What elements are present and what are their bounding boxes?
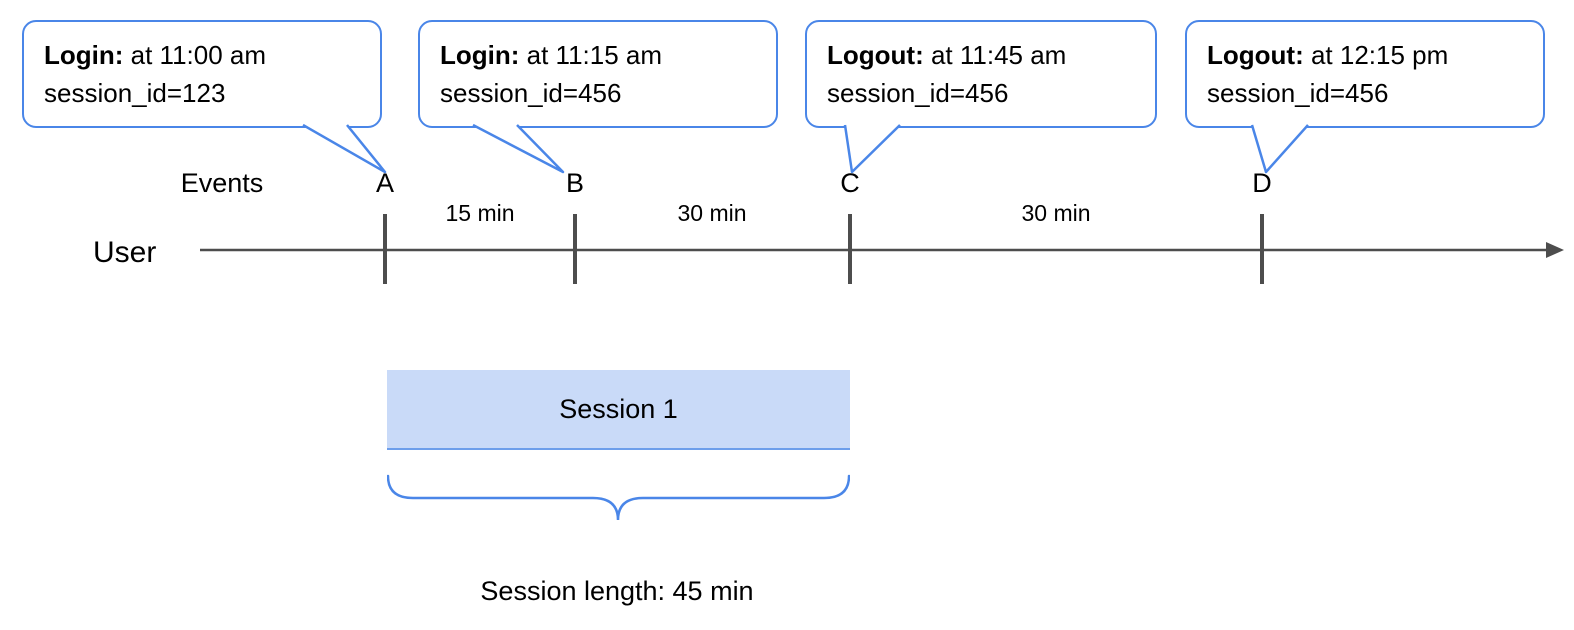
callout-login-b: Login: at 11:15 am session_id=456 — [418, 20, 778, 128]
callout-time: at 11:15 am — [519, 40, 663, 70]
callout-time: at 11:45 am — [923, 40, 1067, 70]
event-letter-a: A — [375, 168, 395, 198]
callout-tail-a — [302, 123, 387, 174]
callout-session-id: session_id=456 — [1207, 78, 1389, 108]
interval-label-c-d: 30 min — [1021, 200, 1091, 226]
callout-event-type: Logout: — [827, 40, 924, 70]
callout-time: at 12:15 pm — [1303, 40, 1449, 70]
callout-logout-d: Logout: at 12:15 pm session_id=456 — [1185, 20, 1545, 128]
event-tick-c — [848, 214, 852, 284]
callout-tail-d — [1250, 124, 1309, 174]
callout-event-type: Login: — [44, 40, 124, 70]
session-1-label: Session 1 — [559, 393, 678, 424]
callout-line-1: Login: at 11:00 am — [44, 36, 360, 74]
callout-session-id: session_id=456 — [440, 78, 622, 108]
user-label: User — [93, 236, 157, 269]
event-letter-c: C — [840, 168, 860, 198]
session-length-label: Session length: 45 min — [480, 576, 754, 606]
callout-time: at 11:00 am — [123, 40, 267, 70]
callout-event-type: Login: — [440, 40, 520, 70]
callout-line-1: Logout: at 11:45 am — [827, 36, 1135, 74]
event-letter-b: B — [565, 168, 585, 198]
session-1-box: Session 1 — [387, 370, 850, 450]
callout-session-id: session_id=123 — [44, 78, 226, 108]
events-label: Events — [180, 168, 264, 198]
timeline-arrow — [200, 242, 1564, 258]
callout-line-1: Login: at 11:15 am — [440, 36, 756, 74]
event-tick-b — [573, 214, 577, 284]
interval-label-a-b: 15 min — [445, 200, 515, 226]
callout-session-id: session_id=456 — [827, 78, 1009, 108]
callout-login-a: Login: at 11:00 am session_id=123 — [22, 20, 382, 128]
callout-line-1: Logout: at 12:15 pm — [1207, 36, 1523, 74]
event-tick-d — [1260, 214, 1264, 284]
callout-tail-c — [843, 124, 901, 174]
interval-label-b-c: 30 min — [677, 200, 747, 226]
event-tick-a — [383, 214, 387, 284]
callout-logout-c: Logout: at 11:45 am session_id=456 — [805, 20, 1157, 128]
callout-tail-b — [472, 123, 565, 174]
callout-event-type: Logout: — [1207, 40, 1304, 70]
event-letter-d: D — [1252, 168, 1272, 198]
session-length-brace — [387, 474, 850, 521]
